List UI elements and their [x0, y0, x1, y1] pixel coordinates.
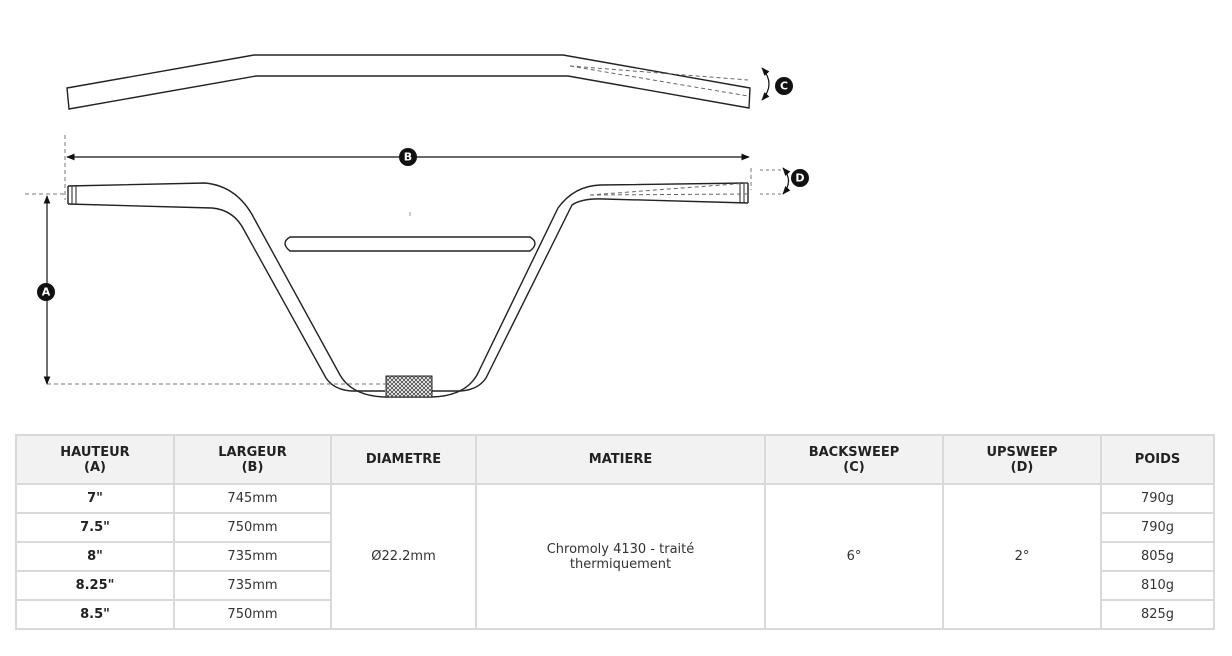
table-row: 8" 735mm 805g — [15, 541, 1215, 572]
upsweep-dimension: D — [589, 167, 809, 196]
marker-d: D — [791, 169, 809, 187]
cell-largeur: 745mm — [173, 483, 332, 514]
handlebar-front-view — [67, 182, 749, 398]
height-dimension: A — [25, 193, 388, 385]
header-diametre: DIAMETRE — [330, 434, 477, 485]
cell-matiere: Chromoly 4130 - traité thermiquement — [475, 483, 766, 630]
table-row: 8.25" 735mm 810g — [15, 570, 1215, 601]
marker-b: B — [399, 148, 417, 166]
backsweep-dimension: C — [761, 67, 793, 101]
header-backsweep: BACKSWEEP (C) — [764, 434, 944, 485]
table-row: 7" 745mm Ø22.2mm Chromoly 4130 - traité … — [15, 483, 1215, 630]
header-poids: POIDS — [1100, 434, 1215, 485]
cell-upsweep: 2° — [942, 483, 1102, 630]
header-largeur: LARGEUR (B) — [173, 434, 332, 485]
table-row: 7.5" 750mm 790g — [15, 512, 1215, 543]
cell-largeur: 750mm — [173, 599, 332, 630]
table-header-row: HAUTEUR (A) LARGEUR (B) DIAMETRE MATIERE… — [15, 434, 1215, 485]
header-hauteur: HAUTEUR (A) — [15, 434, 175, 485]
svg-text:B: B — [404, 151, 412, 164]
cell-hauteur: 8.25" — [15, 570, 175, 601]
cell-diametre: Ø22.2mm — [330, 483, 477, 630]
cell-largeur: 735mm — [173, 541, 332, 572]
cell-largeur: 750mm — [173, 512, 332, 543]
handlebar-diagram: C B — [25, 54, 809, 398]
cell-poids: 790g — [1100, 512, 1215, 543]
svg-text:D: D — [795, 172, 804, 185]
marker-a: A — [37, 283, 55, 301]
cell-hauteur: 7.5" — [15, 512, 175, 543]
cell-poids: 825g — [1100, 599, 1215, 630]
svg-text:C: C — [780, 80, 788, 93]
cell-backsweep: 6° — [764, 483, 944, 630]
svg-text:A: A — [42, 286, 51, 299]
cell-poids: 790g — [1100, 483, 1215, 514]
marker-c: C — [775, 77, 793, 95]
cell-largeur: 735mm — [173, 570, 332, 601]
table-row: 8.5" 750mm 825g — [15, 599, 1215, 630]
spec-table: HAUTEUR (A) LARGEUR (B) DIAMETRE MATIERE… — [15, 434, 1215, 630]
header-upsweep: UPSWEEP (D) — [942, 434, 1102, 485]
header-matiere: MATIERE — [475, 434, 766, 485]
cell-hauteur: 7" — [15, 483, 175, 514]
handlebar-top-view — [66, 54, 751, 110]
cell-poids: 810g — [1100, 570, 1215, 601]
cell-hauteur: 8" — [15, 541, 175, 572]
width-dimension: B — [64, 135, 752, 200]
cell-hauteur: 8.5" — [15, 599, 175, 630]
cell-poids: 805g — [1100, 541, 1215, 572]
